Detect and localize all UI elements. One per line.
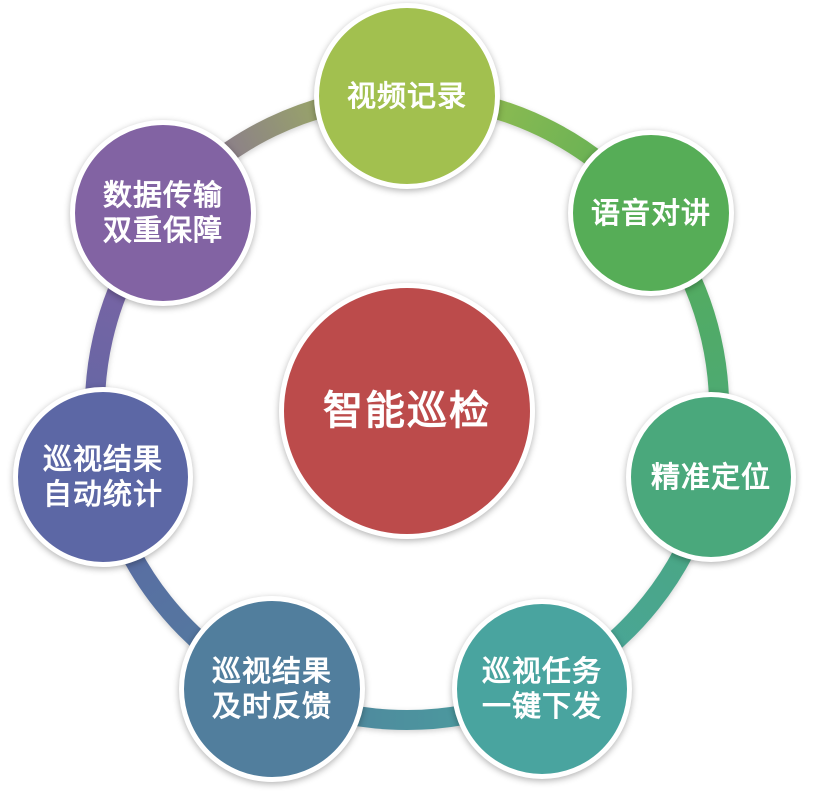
node-result-feedback: 巡视结果 及时反馈 — [179, 596, 365, 782]
center-node-smart-inspection: 智能巡检 — [279, 283, 535, 539]
node-label-precise-positioning: 精准定位 — [650, 459, 771, 494]
node-voice-intercom: 语音对讲 — [568, 130, 734, 296]
node-task-dispatch: 巡视任务 一键下发 — [452, 599, 632, 779]
node-video-recording: 视频记录 — [314, 3, 500, 189]
node-label-voice-intercom: 语音对讲 — [590, 195, 711, 230]
node-label-video-recording: 视频记录 — [346, 78, 467, 113]
node-label-data-transmission: 数据传输 双重保障 — [102, 178, 223, 247]
node-label-result-feedback: 巡视结果 及时反馈 — [211, 654, 332, 723]
node-data-transmission: 数据传输 双重保障 — [70, 120, 256, 306]
node-label-task-dispatch: 巡视任务 一键下发 — [481, 654, 602, 723]
node-label-result-statistics: 巡视结果 自动统计 — [42, 442, 163, 511]
center-node-label: 智能巡检 — [323, 388, 491, 434]
node-result-statistics: 巡视结果 自动统计 — [13, 387, 193, 567]
node-precise-positioning: 精准定位 — [626, 392, 796, 562]
